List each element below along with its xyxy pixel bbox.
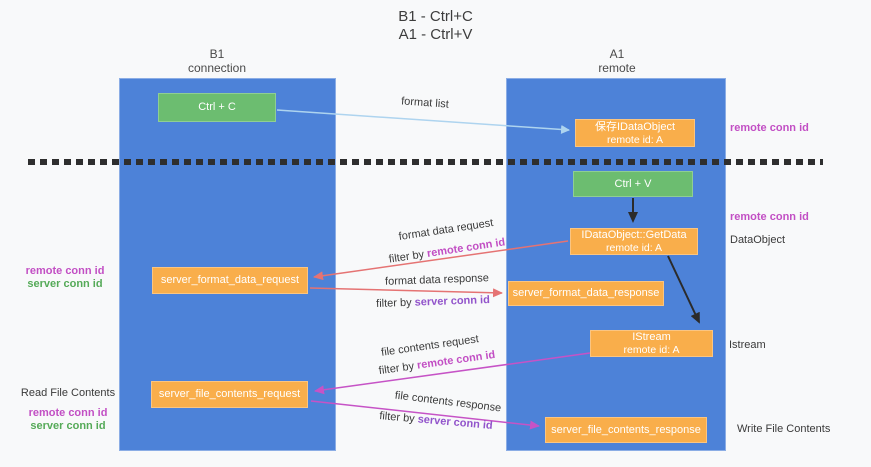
node-ctrl-v: Ctrl + V bbox=[573, 171, 693, 197]
node-server-file-contents-request: server_file_contents_request bbox=[151, 381, 308, 408]
server-conn-id-text: server conn id bbox=[27, 278, 103, 290]
page-title: B1 - Ctrl+C A1 - Ctrl+V bbox=[0, 8, 871, 44]
lane-left-subtitle: connection bbox=[187, 61, 247, 75]
node-save-idataobject-line2: remote id: A bbox=[606, 133, 664, 146]
remote-conn-id-text: remote conn id bbox=[25, 265, 105, 277]
node-file-request-label: server_file_contents_request bbox=[158, 388, 301, 400]
label-filter-server-2: filter by server conn id bbox=[375, 410, 498, 433]
annotation-conn-ids-left-mid: remote conn id server conn id bbox=[18, 265, 112, 291]
lane-right-subtitle: remote bbox=[598, 61, 636, 75]
node-ctrl-c-label: Ctrl + C bbox=[198, 101, 236, 113]
node-server-format-data-response: server_format_data_response bbox=[508, 281, 664, 306]
node-istream-line1: IStream bbox=[632, 331, 671, 343]
annotation-remote-conn-id-mid: remote conn id bbox=[730, 211, 809, 223]
filter-by-text: filter by bbox=[378, 360, 415, 378]
node-ctrl-c: Ctrl + C bbox=[158, 93, 276, 122]
title-line-2: A1 - Ctrl+V bbox=[398, 26, 473, 43]
annotation-conn-ids-left-bottom: remote conn id server conn id bbox=[14, 407, 122, 433]
lane-right-name: A1 bbox=[609, 47, 625, 61]
node-save-idataobject-line1: 保存IDataObject bbox=[594, 120, 676, 133]
filter-by-text: filter by bbox=[378, 410, 416, 426]
node-server-file-contents-response: server_file_contents_response bbox=[545, 417, 707, 443]
node-server-format-data-request: server_format_data_request bbox=[152, 267, 308, 294]
node-file-response-label: server_file_contents_response bbox=[551, 423, 701, 436]
node-istream-line2: remote id: A bbox=[623, 344, 680, 356]
lane-header-left: B1 connection bbox=[157, 47, 277, 75]
label-filter-server-1: filter by server conn id bbox=[372, 294, 494, 310]
server-conn-id-text: server conn id bbox=[414, 294, 491, 309]
lane-left-name: B1 bbox=[209, 47, 225, 61]
label-format-data-response: format data response bbox=[384, 272, 490, 288]
remote-conn-id-text: remote conn id bbox=[426, 236, 506, 260]
label-file-contents-response: file contents response bbox=[394, 389, 502, 415]
node-format-request-label: server_format_data_request bbox=[160, 274, 300, 286]
arrow-format-data-response bbox=[309, 287, 503, 298]
annotation-remote-conn-id-top: remote conn id bbox=[730, 122, 809, 134]
title-line-1: B1 - Ctrl+C bbox=[398, 8, 473, 25]
annotation-dataobject: DataObject bbox=[730, 234, 786, 246]
annotation-read-file-contents-group: Read File Contents remote conn id server… bbox=[14, 383, 122, 433]
server-conn-id-text: server conn id bbox=[417, 413, 494, 432]
node-save-idataobject: 保存IDataObject remote id: A bbox=[575, 119, 695, 147]
lane-header-right: A1 remote bbox=[557, 47, 677, 75]
node-getdata-line1: IDataObject::GetData bbox=[581, 229, 687, 241]
server-conn-id-text: server conn id bbox=[30, 420, 106, 432]
annotation-istream: Istream bbox=[729, 339, 766, 351]
session-divider-dashed-line bbox=[28, 159, 823, 165]
node-idataobject-getdata: IDataObject::GetData remote id: A bbox=[570, 228, 698, 255]
node-istream: IStream remote id: A bbox=[590, 330, 713, 357]
node-ctrl-v-label: Ctrl + V bbox=[614, 177, 652, 190]
remote-conn-id-text: remote conn id bbox=[28, 407, 108, 419]
node-getdata-line2: remote id: A bbox=[605, 242, 663, 254]
annotation-write-file-contents: Write File Contents bbox=[737, 423, 831, 435]
label-format-list: format list bbox=[400, 95, 450, 111]
filter-by-text: filter by bbox=[388, 248, 425, 266]
annotation-read-file-contents: Read File Contents bbox=[20, 387, 116, 399]
node-format-response-label: server_format_data_response bbox=[512, 287, 660, 299]
filter-by-text: filter by bbox=[375, 296, 412, 310]
